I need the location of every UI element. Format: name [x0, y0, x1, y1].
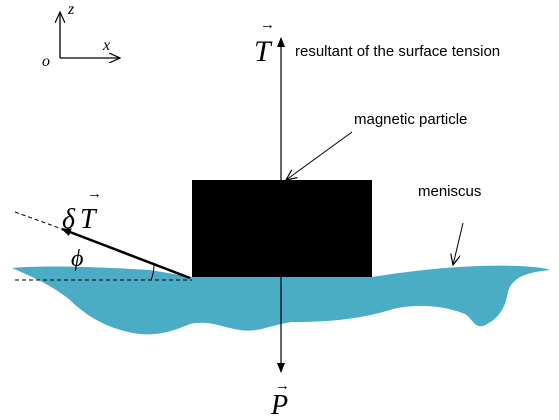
- particle-label: magnetic particle: [354, 111, 467, 128]
- angle-label: ϕ: [71, 246, 83, 272]
- resultant-label: resultant of the surface tension: [295, 43, 500, 60]
- tension-letter: T: [254, 35, 273, 68]
- x-axis-label: x: [102, 37, 110, 54]
- weight-letter: P: [270, 390, 288, 420]
- delta-tension-symbol: δ → T: [62, 186, 102, 235]
- tension-direction-extension: [14, 211, 63, 230]
- delta-t-arrow: [61, 227, 191, 280]
- origin-label: o: [42, 53, 50, 70]
- delta-tension-letter: T: [80, 204, 98, 235]
- weight-symbol: → P: [270, 378, 290, 420]
- tension-symbol: → T: [254, 17, 275, 68]
- angle-arc: [150, 264, 155, 281]
- delta-tension-vector-arrow: →: [87, 186, 102, 202]
- weight-vector-arrow: →: [275, 378, 290, 394]
- tension-vector-arrow: →: [260, 17, 275, 33]
- z-axis-label: z: [67, 1, 75, 18]
- delta-letter: δ: [62, 204, 76, 235]
- coordinate-axes: o x z: [42, 1, 120, 70]
- meniscus-pointer: [453, 222, 464, 265]
- magnetic-particle: [192, 180, 372, 277]
- particle-pointer: [286, 131, 353, 180]
- meniscus-label: meniscus: [418, 183, 481, 200]
